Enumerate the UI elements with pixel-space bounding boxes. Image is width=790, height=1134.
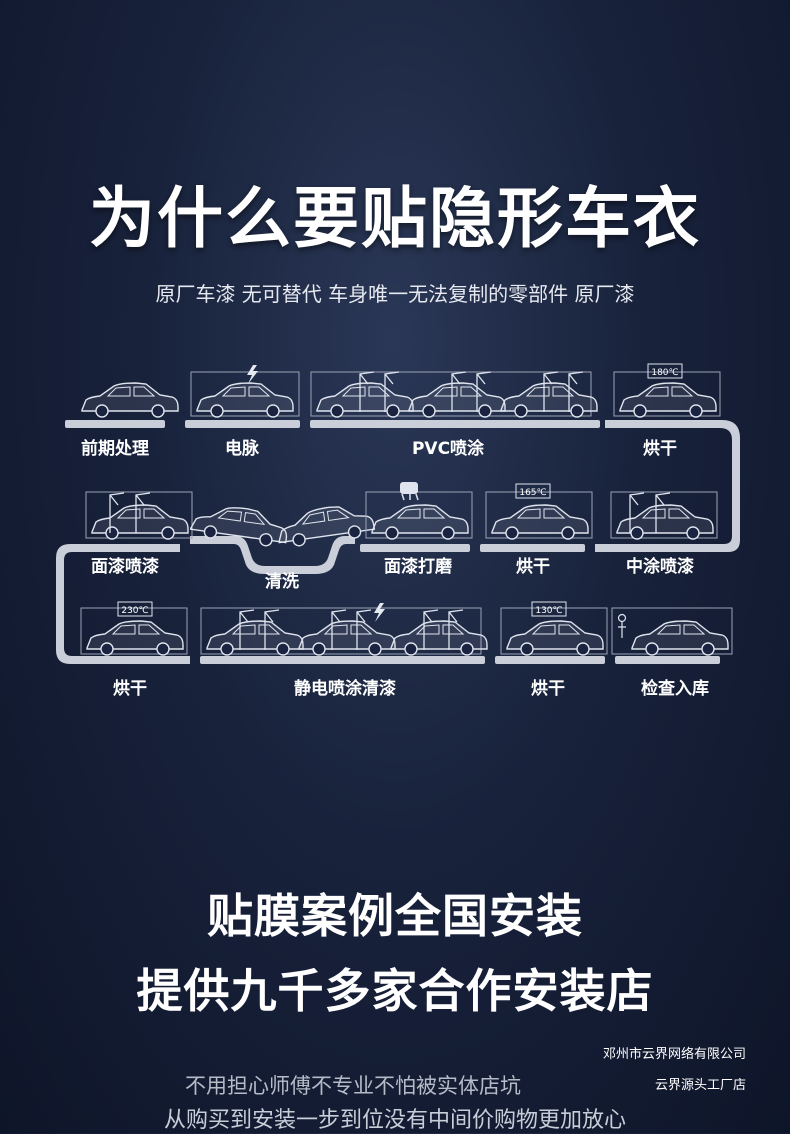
sanding-tool-icon [400,482,419,501]
temperature-badge: 230℃ [117,601,153,617]
shop-name: 云界源头工厂店 [654,1078,746,1093]
car-icon [613,371,721,418]
promo-headline-1: 贴膜案例全国安装 [207,889,583,943]
company-name: 邓州市云界网络有限公司 [602,1047,746,1062]
car-icon [611,607,733,656]
lightning-icon [247,365,258,384]
step-label: 面漆喷漆 [91,556,159,577]
car-icon [190,371,300,418]
car-icon [85,491,193,540]
car-icon [310,371,598,418]
step-label: 烘干 [113,678,147,699]
temperature-badge: 180℃ [647,363,683,379]
step-label: 前期处理 [81,438,149,459]
step-label: 静电喷涂清漆 [294,678,396,699]
car-icon [485,491,593,540]
car-icon [610,491,718,540]
svg-text:180℃: 180℃ [651,368,678,378]
step-label: 烘干 [643,438,677,459]
step-label: 中涂喷漆 [626,556,694,577]
step-label: 面漆打磨 [384,556,453,577]
footer-line-2: 从购买到安装一步到位没有中间价购物更加放心 [163,1108,626,1133]
inspector-icon [617,613,627,638]
step-label: 检查入库 [641,678,709,699]
temperature-badge: 165℃ [515,483,551,499]
page-subtitle: 原厂车漆 无可替代 车身唯一无法复制的零部件 原厂漆 [155,282,635,306]
lightning-icon [374,603,385,622]
temperature-badge: 130℃ [531,601,567,617]
footer-line-1: 不用担心师傅不专业不怕被实体店坑 [185,1074,521,1098]
car-icon [200,607,488,656]
page-title: 为什么要贴隐形车衣 [89,180,701,257]
car-icon [500,607,608,656]
svg-text:230℃: 230℃ [121,606,148,616]
promo-headline-2: 提供九千多家合作安装店 [136,964,654,1018]
car-icon [80,607,188,656]
process-track [56,420,740,664]
step-label: 清洗 [265,571,299,592]
svg-text:130℃: 130℃ [535,606,562,616]
car-icon [274,500,376,550]
step-label: PVC喷涂 [412,438,485,459]
car-icon [81,382,179,418]
step-label: 电脉 [225,438,260,459]
step-label: 烘干 [531,678,565,699]
car-icon [365,491,473,540]
svg-text:165℃: 165℃ [519,488,546,498]
step-label: 烘干 [516,556,550,577]
paint-process-diagram: 180℃ 165℃ 230℃ 130℃ 前期处理 电脉 PVC喷涂 烘干 面漆喷… [56,363,740,699]
